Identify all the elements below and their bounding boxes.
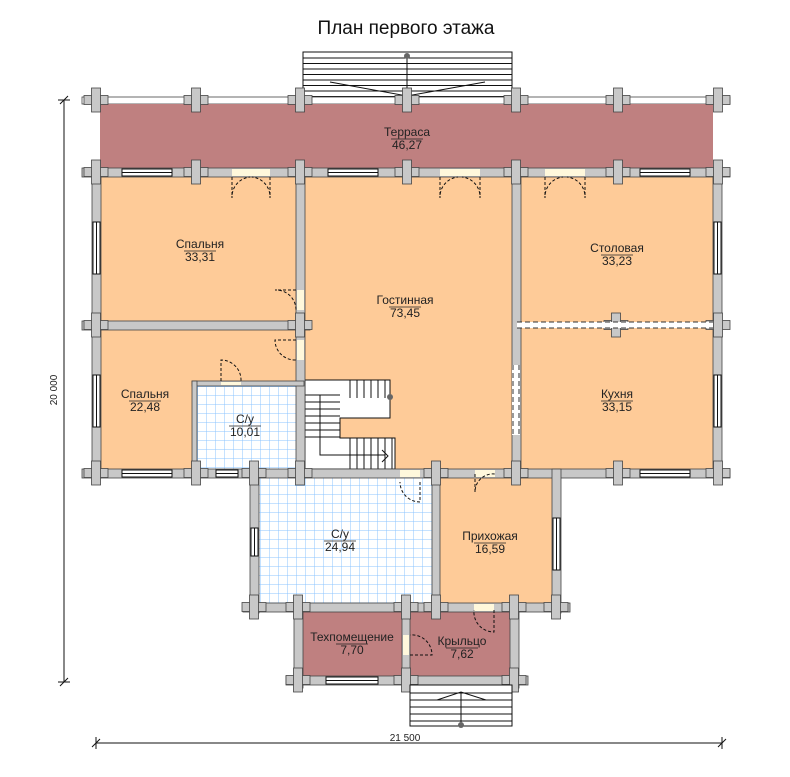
- room-name: Столовая: [590, 241, 644, 255]
- room-bath-2: [259, 478, 432, 603]
- room-area: 46,27: [392, 138, 422, 152]
- room-hall: [440, 478, 552, 603]
- room-area: 10,01: [230, 425, 260, 439]
- room-area: 7,62: [450, 647, 474, 661]
- room-area: 16,59: [475, 542, 505, 556]
- dimension-height: 20 000: [49, 95, 70, 687]
- room-area: 24,94: [325, 540, 355, 554]
- wall: [191, 380, 198, 474]
- room-area: 33,23: [602, 254, 632, 268]
- dimension-width: 21 500: [91, 733, 727, 749]
- room-name: С/у: [331, 527, 349, 541]
- room-porch: [410, 612, 510, 676]
- room-name: Спальня: [121, 387, 169, 401]
- plan-title: План первого этажа: [317, 18, 495, 39]
- room-name: Прихожая: [462, 529, 518, 543]
- room-label-bath2: С/у24,94: [324, 527, 356, 554]
- wall: [81, 320, 311, 331]
- room-bath-1: [197, 386, 296, 469]
- room-name: Крыльцо: [438, 634, 487, 648]
- room-name: Гостинная: [377, 293, 434, 307]
- room-area: 22,48: [130, 400, 160, 414]
- room-area: 73,45: [390, 306, 420, 320]
- wall: [431, 468, 441, 614]
- room-name: С/у: [236, 412, 254, 426]
- height-dimension-label: 20 000: [49, 374, 60, 405]
- walls: [81, 87, 731, 693]
- room-area: 33,15: [602, 400, 632, 414]
- room-label-bath1: С/у10,01: [229, 412, 261, 439]
- bottom-stairs: [409, 684, 513, 728]
- width-dimension-label: 21 500: [390, 733, 421, 744]
- room-name: Кухня: [601, 387, 633, 401]
- room-name: Терраса: [384, 125, 430, 139]
- inner-stairs: [304, 379, 396, 470]
- room-name: Техпомещение: [310, 630, 394, 644]
- doors: [220, 176, 586, 656]
- room-bedroom-1: [100, 177, 296, 321]
- room-area: 33,31: [185, 250, 215, 264]
- room-name: Спальня: [176, 237, 224, 251]
- room-area: 7,70: [340, 643, 364, 657]
- room-terrace: [100, 104, 713, 168]
- wall: [191, 380, 305, 387]
- windows: [92, 168, 722, 685]
